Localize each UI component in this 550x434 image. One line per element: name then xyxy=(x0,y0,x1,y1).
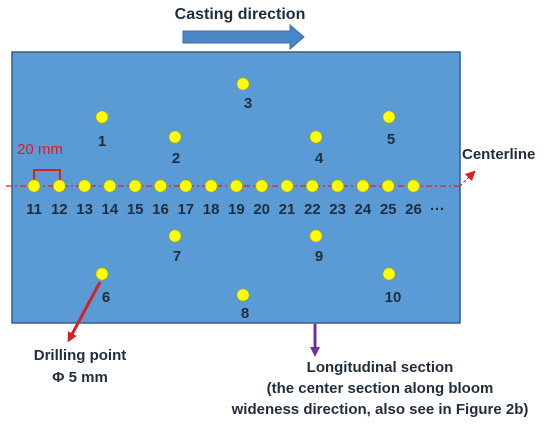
drill-point-6 xyxy=(95,267,109,281)
drill-point-17 xyxy=(179,179,193,193)
drill-points-row: 11 12 13 14 15 16 17 18 19 20 21 22 23 24 25 26 xyxy=(26,179,422,218)
longitudinal-section-label: Longitudinal section xyxy=(307,359,454,376)
drill-point-14 xyxy=(103,179,117,193)
drilling-point-arrow xyxy=(67,281,102,343)
drill-point-7 xyxy=(168,229,182,243)
casting-direction-arrow xyxy=(182,23,305,51)
drill-point-24 xyxy=(356,179,370,193)
drill-point-label-23: 23 xyxy=(329,201,346,218)
drill-point-label-19: 19 xyxy=(228,201,245,218)
drill-point-2 xyxy=(168,130,182,144)
drill-point-label-5: 5 xyxy=(387,131,395,148)
drill-point-5 xyxy=(382,110,396,124)
drill-point-23 xyxy=(331,179,344,193)
drill-point-label-4: 4 xyxy=(315,150,324,167)
drill-point-12 xyxy=(52,179,66,193)
drill-point-21 xyxy=(280,179,294,193)
drill-point-label-1: 1 xyxy=(98,133,106,150)
longitudinal-section-desc-2: wideness direction, also see in Figure 2… xyxy=(231,401,529,418)
drill-point-label-15: 15 xyxy=(127,201,144,218)
drill-point-label-10: 10 xyxy=(385,289,402,306)
centerline-label: Centerline xyxy=(462,146,535,163)
drill-point-label-2: 2 xyxy=(172,150,180,167)
drill-point-label-14: 14 xyxy=(102,201,119,218)
drill-point-label-20: 20 xyxy=(253,201,270,218)
drill-point-label-22: 22 xyxy=(304,201,321,218)
drill-point-label-8: 8 xyxy=(241,305,249,322)
casting-direction-label: Casting direction xyxy=(175,6,306,23)
drill-point-label-9: 9 xyxy=(315,248,323,265)
longitudinal-section-desc-1: (the center section along bloom xyxy=(267,380,494,397)
drill-point-25 xyxy=(381,179,395,193)
drill-point-label-17: 17 xyxy=(177,201,194,218)
drill-point-label-25: 25 xyxy=(380,201,397,218)
drill-point-19 xyxy=(230,179,243,193)
drill-point-label-12: 12 xyxy=(51,201,68,218)
spacing-bracket xyxy=(33,169,61,180)
centerline-arrow xyxy=(459,170,476,187)
drill-point-label-16: 16 xyxy=(152,201,169,218)
drilling-diameter-label: Φ 5 mm xyxy=(52,369,108,386)
drill-point-label-21: 21 xyxy=(279,201,296,218)
drill-point-label-3: 3 xyxy=(244,95,252,112)
drill-point-18 xyxy=(204,179,218,193)
drill-point-label-11: 11 xyxy=(26,201,42,218)
drill-point-label-13: 13 xyxy=(76,201,93,218)
drill-point-13 xyxy=(78,179,91,193)
drill-point-20 xyxy=(255,179,269,193)
drill-point-11 xyxy=(27,179,41,193)
drill-point-8 xyxy=(236,288,250,302)
drill-point-label-24: 24 xyxy=(355,201,372,218)
drill-point-26 xyxy=(407,179,420,193)
drill-point-4 xyxy=(309,130,323,144)
drill-point-label-18: 18 xyxy=(203,201,220,218)
drill-point-22 xyxy=(305,179,319,193)
drill-point-10 xyxy=(382,267,396,281)
drill-point-3 xyxy=(236,77,250,91)
drill-point-label-7: 7 xyxy=(173,248,181,265)
row-ellipsis: ··· xyxy=(430,201,445,218)
spacing-label: 20 mm xyxy=(17,141,63,158)
drill-point-1 xyxy=(95,110,109,124)
drilling-point-label: Drilling point xyxy=(34,347,126,364)
drill-point-16 xyxy=(154,179,167,193)
drill-point-15 xyxy=(128,179,142,193)
drill-point-label-6: 6 xyxy=(102,289,110,306)
drill-point-9 xyxy=(309,229,323,243)
drill-point-label-26: 26 xyxy=(405,201,422,218)
